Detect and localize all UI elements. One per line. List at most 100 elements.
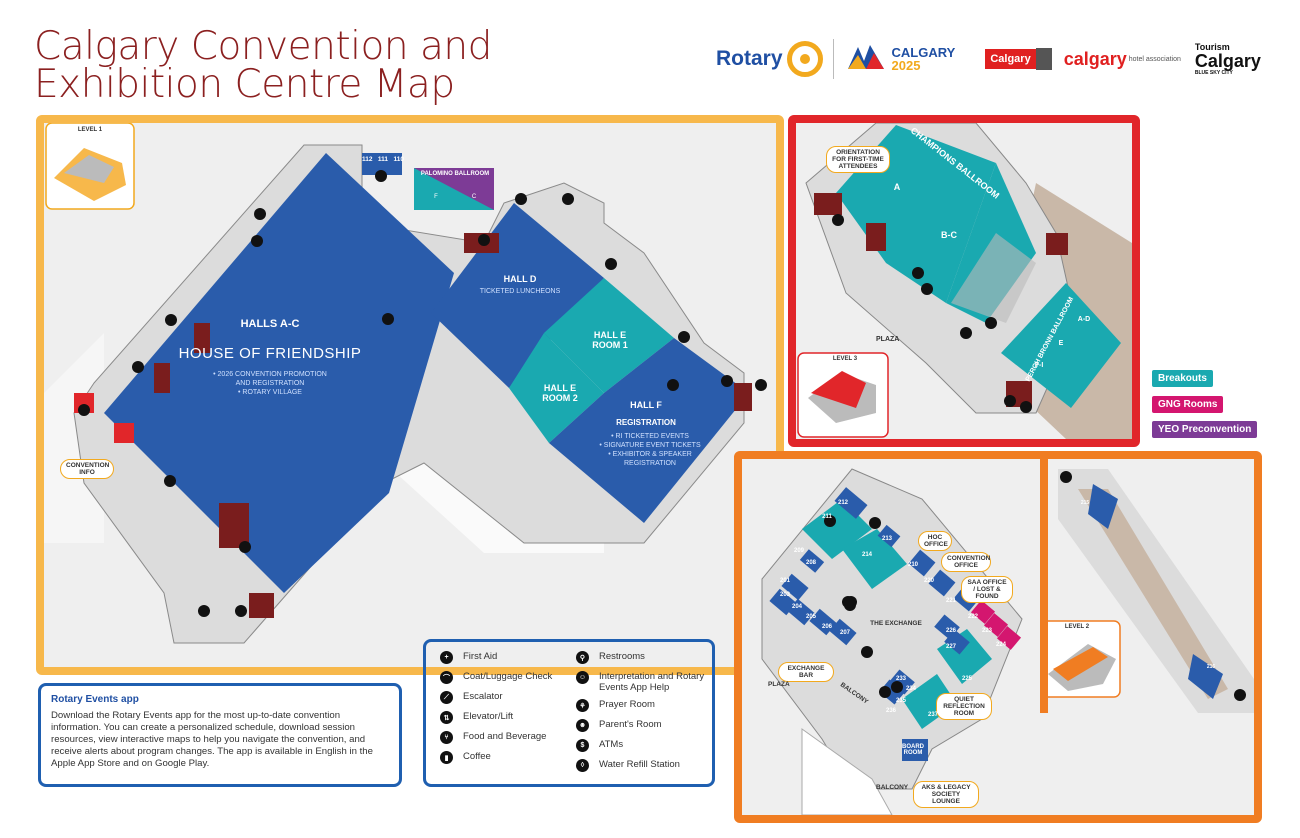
orientation-callout[interactable]: ORIENTATION FOR FIRST-TIME ATTENDEES: [826, 146, 890, 173]
level2-side-map[interactable]: [1048, 459, 1254, 713]
hall-f-detail-3: • EXHIBITOR & SPEAKER: [608, 451, 692, 458]
room-211-label: 211: [822, 514, 832, 520]
room-220-label: 220: [923, 578, 934, 584]
aks-legacy-callout[interactable]: AKS & LEGACY SOCIETY LOUNGE: [913, 781, 979, 808]
room-227-label: 227: [945, 644, 956, 650]
house-detail-3: • ROTARY VILLAGE: [238, 389, 302, 396]
room-207-label: 207: [839, 630, 850, 636]
hall-e-room1-label: HALL E ROOM 1: [570, 330, 650, 350]
hall-e-room2-shape: [509, 333, 604, 443]
first-aid-icon: +: [440, 651, 453, 664]
level2-panel-divider: [1040, 459, 1048, 713]
level2-label: LEVEL 2: [1064, 624, 1090, 630]
legend-left-column: +First Aid ⌒ Coat/Luggage Check ⟋Escalato…: [440, 651, 566, 771]
hall-e2-name: HALL E: [543, 383, 577, 393]
saa-office-callout[interactable]: SAA OFFICE / LOST & FOUND: [961, 576, 1013, 603]
calgary-2025-logo: CALGARY 2025: [892, 46, 956, 72]
legend-parents-room: ☻ Parent's Room: [576, 719, 708, 733]
room-213-label: 213: [881, 536, 892, 542]
logo-divider: [832, 39, 834, 79]
rotary-logo-text: Rotary: [716, 47, 783, 70]
level3-label: LEVEL 3: [832, 356, 858, 362]
room-214-shape: [842, 529, 907, 589]
perch-e-label: E: [1058, 340, 1064, 347]
hall-f-shape: [549, 338, 749, 523]
legend-interpretation-label: Interpretation and Rotary Events App Hel…: [599, 671, 705, 693]
room-223-label: 223: [981, 628, 992, 634]
convention-office-callout[interactable]: CONVENTION OFFICE: [941, 552, 991, 572]
legend-parents-room-label: Parent's Room: [599, 719, 662, 730]
coffee-icon: ▮: [440, 751, 453, 764]
champions-a-label: A: [893, 182, 901, 192]
house-detail-2: AND REGISTRATION: [235, 380, 305, 387]
convention-info-callout[interactable]: CONVENTION INFO: [60, 459, 114, 479]
room-237-label: 237: [927, 712, 938, 718]
level2-map[interactable]: [742, 459, 1040, 815]
balcony-label-2: BALCONY: [876, 784, 909, 791]
level1-label: LEVEL 1: [77, 127, 103, 133]
legend-first-aid: +First Aid: [440, 651, 566, 665]
hotel-association-word: hotel association: [1128, 56, 1181, 64]
calgary-red-logo: Calgary: [985, 49, 1036, 69]
legend-breakouts: Breakouts: [1152, 370, 1213, 387]
level1-map[interactable]: [44, 123, 776, 667]
room-235-label: 235: [895, 698, 906, 704]
legend-prayer-room-label: Prayer Room: [599, 699, 655, 710]
room-224-label: 224: [995, 642, 1006, 648]
legend-gng-rooms: GNG Rooms: [1152, 396, 1224, 413]
hall-f-registration-label: REGISTRATION: [616, 418, 676, 427]
room-234-label: 234: [905, 686, 916, 692]
parents-room-icon: ☻: [576, 719, 589, 732]
room-110-label: 110: [393, 156, 404, 163]
interpretation-icon: ☺: [576, 671, 589, 684]
house-of-friendship: HOUSE OF FRIENDSHIP: [178, 345, 362, 362]
palomino-ballroom-label: PALOMINO BALLROOM: [420, 171, 490, 177]
room-214-label: 214: [861, 552, 872, 558]
exchange-bar-callout[interactable]: EXCHANGE BAR: [778, 662, 834, 682]
the-exchange-label: THE EXCHANGE: [870, 620, 922, 627]
restrooms-icon: ⚲: [576, 651, 589, 664]
room-208-label: 208: [805, 560, 816, 566]
hall-f-detail-4: REGISTRATION: [624, 460, 676, 467]
legend-escalator: ⟋Escalator: [440, 691, 566, 705]
room-212-label: 212: [837, 500, 848, 506]
calgary-2025-line1: CALGARY: [891, 45, 956, 60]
rooms-110-112-shape: [362, 153, 402, 175]
room-210-label: 210: [907, 562, 918, 568]
board-room-label: BOARD ROOM: [902, 744, 924, 756]
legend-coat-check-label: Coat/Luggage Check: [463, 671, 553, 682]
rotary-wheel-icon: [786, 41, 823, 77]
room-206-label: 206: [821, 624, 832, 630]
room-215-label: 215: [1080, 500, 1090, 506]
room-237-shape: [902, 674, 957, 729]
hoc-office-callout[interactable]: HOC OFFICE: [918, 531, 952, 551]
room-201-label: 201: [779, 578, 790, 584]
perch-bronn-ballroom-shape: [1001, 283, 1121, 408]
elevator-icon: ⇅: [440, 711, 453, 724]
legend-food-label: Food and Beverage: [463, 731, 547, 742]
hall-f-details: • RI TICKETED EVENTS • SIGNATURE EVENT T…: [580, 432, 720, 468]
calgary-2025-flag-icon: [847, 45, 884, 69]
level3-map[interactable]: [796, 123, 1132, 439]
legend-interpretation: ☺ Interpretation and Rotary Events App He…: [576, 671, 708, 693]
calgary-2025-line2: 2025: [891, 58, 921, 73]
page-title: Calgary Convention and Exhibition Centre…: [34, 24, 492, 107]
rotary-events-app-box: Rotary Events app Download the Rotary Ev…: [38, 683, 402, 787]
legend-atm-label: ATMs: [599, 739, 624, 750]
legend-coat-check: ⌒ Coat/Luggage Check: [440, 671, 566, 685]
quiet-reflection-callout[interactable]: QUIET REFLECTION ROOM: [936, 693, 992, 720]
legend-coffee-label: Coffee: [463, 751, 491, 762]
room-203-label: 203: [779, 592, 790, 598]
legend-escalator-label: Escalator: [463, 691, 503, 702]
level1-label-holder: LEVEL 1: [46, 123, 134, 209]
atm-icon: $: [576, 739, 589, 752]
house-detail-1: • 2026 CONVENTION PROMOTION: [213, 371, 327, 378]
room-112-label: 112: [362, 156, 373, 163]
hall-e2-room: ROOM 2: [542, 393, 578, 403]
legend-coffee: ▮ Coffee: [440, 751, 566, 765]
coat-check-icon: ⌒: [440, 671, 453, 684]
room-226-label: 226: [945, 628, 956, 634]
palomino-f-label: F: [434, 194, 438, 200]
app-heading: Rotary Events app: [51, 694, 139, 705]
